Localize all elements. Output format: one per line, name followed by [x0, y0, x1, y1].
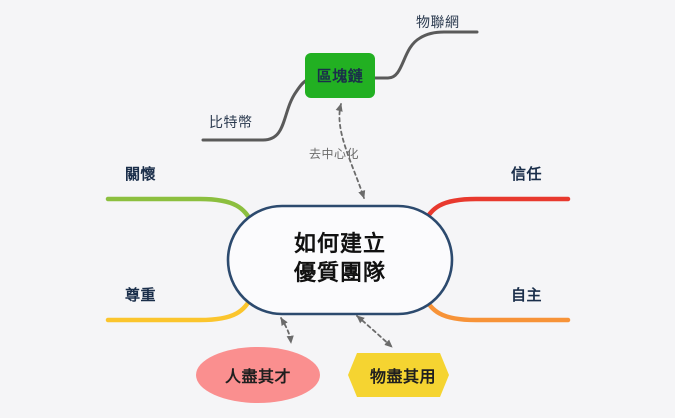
- central-node-label-line2: 優質團隊: [293, 261, 386, 286]
- relationship-line-resources: [356, 315, 393, 348]
- relationship-label-decentralization: 去中心化: [309, 147, 360, 161]
- subtopic-label-iot: 物聯網: [416, 15, 460, 31]
- callout-label-resources: 物盡其用: [369, 367, 436, 386]
- callout-label-talent: 人盡其才: [224, 367, 291, 386]
- branch-label-respect: 尊重: [125, 286, 157, 304]
- central-node-label-line1: 如何建立: [293, 232, 386, 258]
- callout-shape-talent[interactable]: [196, 347, 320, 403]
- floating-topic-label-blockchain: 區塊鏈: [316, 67, 364, 85]
- branch-label-care: 關懷: [125, 165, 157, 183]
- central-node-label: 如何建立 優質團隊: [228, 206, 452, 314]
- central-node-shape[interactable]: [226, 204, 454, 316]
- branch-label-trust: 信任: [511, 165, 543, 183]
- connector-line-iot: [372, 30, 479, 80]
- callout-shape-resources[interactable]: [348, 353, 449, 397]
- floating-topic-shape-blockchain[interactable]: [305, 53, 375, 98]
- branch-label-autonomy: 自主: [511, 286, 543, 304]
- connector-line-bitcoin: [201, 78, 309, 142]
- relationship-line-talent: [280, 317, 294, 344]
- relationship-line-decentralization: [335, 103, 366, 199]
- subtopic-label-bitcoin: 比特幣: [209, 115, 253, 131]
